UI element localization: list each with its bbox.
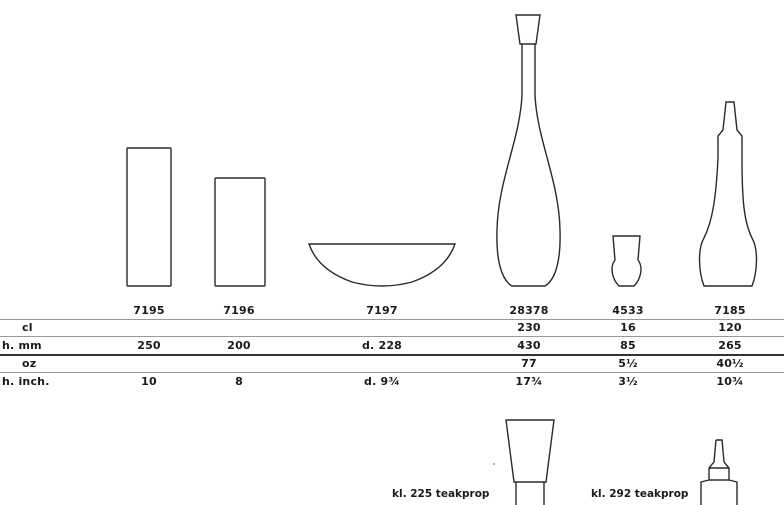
cell-hmm-7195: 250 [137,339,161,352]
table-rule-heavy [0,354,784,356]
cell-cl-4533: 16 [620,321,636,334]
product-id-7197: 7197 [366,304,398,317]
cell-oz-7185: 40½ [716,357,744,370]
cell-hinch-28378: 17¾ [515,375,543,388]
vase-7196-drawing [214,177,266,287]
table-rule [0,336,784,337]
stopper-292-caption: kl. 292 teakprop [591,488,689,500]
bottle-7185-drawing [698,101,758,287]
cell-hinch-7185: 10¾ [716,375,744,388]
cell-cl-7185: 120 [718,321,742,334]
product-id-7195: 7195 [133,304,165,317]
row-label-h-mm: h. mm [2,339,42,352]
row-label-cl: cl [22,321,33,334]
cell-hinch-4533: 3½ [618,375,638,388]
row-label-oz: oz [22,357,37,370]
cell-hmm-7196: 200 [227,339,251,352]
cell-hinch-7195: 10 [141,375,157,388]
product-id-7185: 7185 [714,304,746,317]
product-id-28378: 28378 [509,304,549,317]
print-speck [493,463,495,465]
vase-7195-drawing [126,147,172,287]
row-label-h-inch: h. inch. [2,375,50,388]
cell-hmm-4533: 85 [620,339,636,352]
product-id-7196: 7196 [223,304,255,317]
decanter-28378-drawing [496,14,561,287]
bowl-7197-drawing [308,243,456,287]
glass-4533-drawing [611,235,642,287]
cell-hinch-7197: d. 9¾ [364,375,400,388]
cell-hmm-28378: 430 [517,339,541,352]
cell-oz-28378: 77 [521,357,537,370]
table-rule [0,319,784,320]
stopper-225-caption: kl. 225 teakprop [392,488,490,500]
cell-hmm-7197: d. 228 [361,339,403,352]
product-id-4533: 4533 [612,304,644,317]
cell-hinch-7196: 8 [235,375,243,388]
cell-oz-4533: 5½ [618,357,638,370]
stopper-292-drawing [700,439,738,505]
cell-hmm-7185: 265 [718,339,742,352]
table-rule [0,372,784,373]
stopper-225-drawing [505,419,555,505]
cell-cl-28378: 230 [517,321,541,334]
